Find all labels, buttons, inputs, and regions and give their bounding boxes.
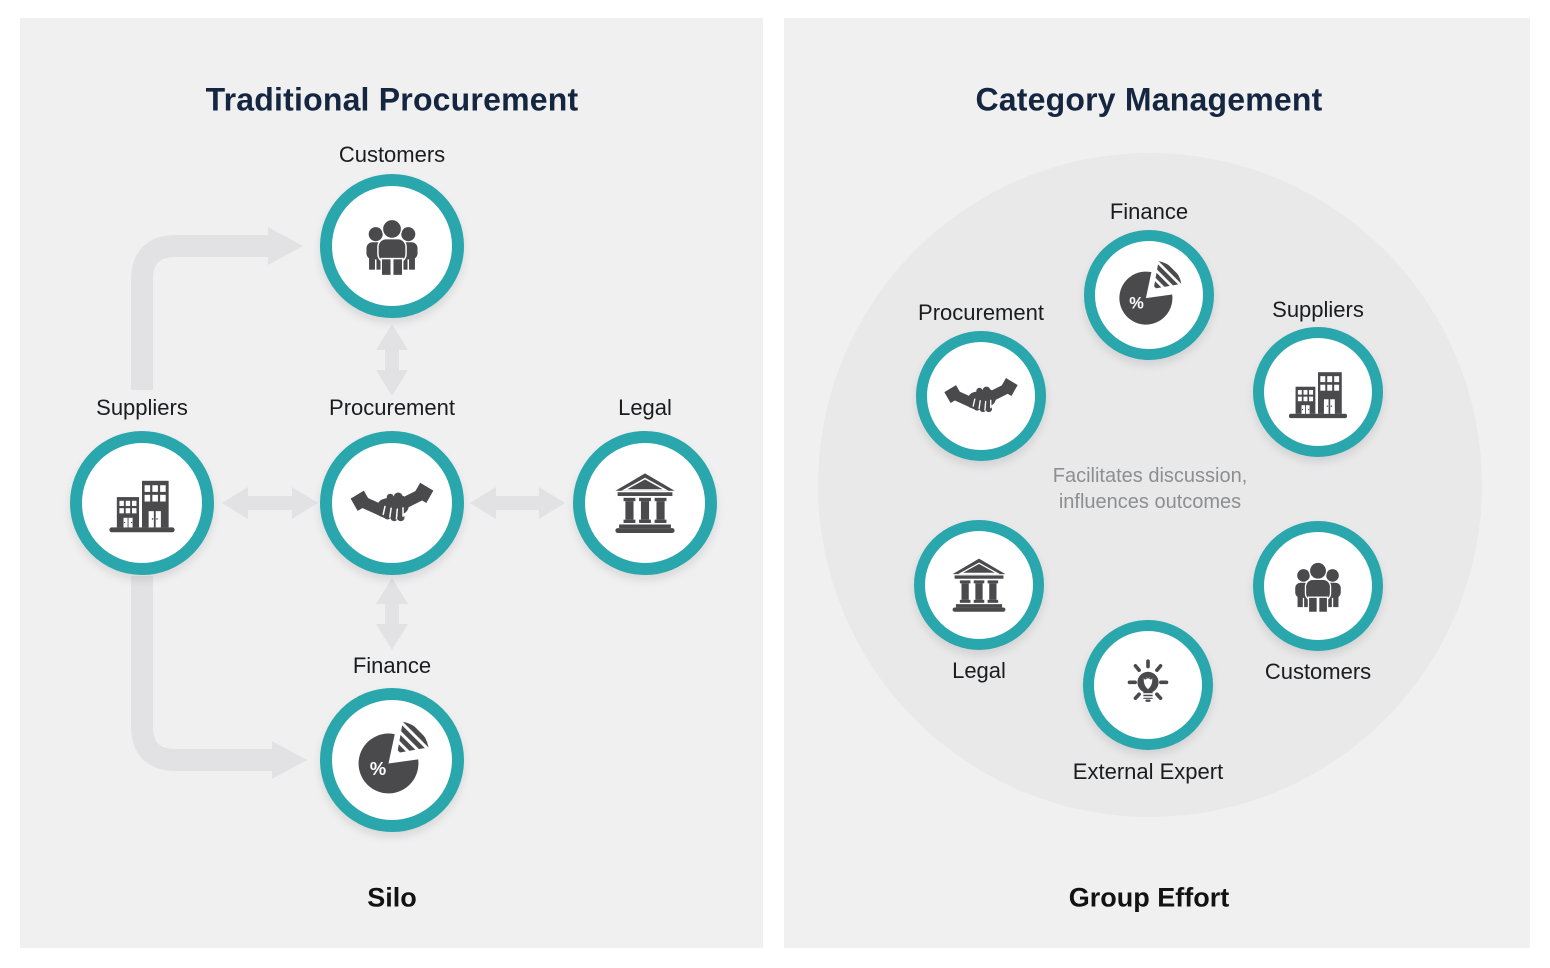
buildings-icon — [1285, 359, 1351, 425]
pie-chart-icon — [348, 716, 436, 804]
cm-customers-label: Customers — [1264, 659, 1372, 684]
category-management-panel: Category Management Facilitates discussi… — [784, 18, 1530, 948]
finance-circle — [320, 688, 464, 832]
cm-external-expert-label: External Expert — [1072, 759, 1224, 784]
buildings-icon — [105, 466, 179, 540]
cm-finance-circle — [1084, 230, 1214, 360]
bank-icon — [608, 466, 682, 540]
finance-label: Finance — [352, 653, 432, 678]
cm-finance-label: Finance — [1109, 199, 1189, 224]
legal-circle — [573, 431, 717, 575]
handshake-icon — [942, 357, 1020, 435]
traditional-procurement-panel: Traditional Procurement Customers — [20, 18, 763, 948]
cm-suppliers-circle — [1253, 327, 1383, 457]
cm-procurement-circle — [916, 331, 1046, 461]
lightbulb-icon — [1115, 652, 1181, 718]
suppliers-label: Suppliers — [96, 395, 188, 420]
right-panel-title: Category Management — [975, 81, 1323, 118]
double-arrow-customers-procurement — [376, 324, 408, 396]
double-arrow-procurement-finance — [376, 578, 408, 650]
people-icon — [1285, 553, 1351, 619]
curved-arrow-suppliers-to-finance — [131, 576, 307, 779]
cm-suppliers-label: Suppliers — [1272, 297, 1364, 322]
cm-procurement-label: Procurement — [918, 300, 1044, 325]
procurement-circle — [320, 431, 464, 575]
double-arrow-suppliers-procurement — [222, 487, 318, 519]
suppliers-circle — [70, 431, 214, 575]
cm-legal-label: Legal — [952, 658, 1006, 683]
center-note: Facilitates discussion, influences outco… — [1052, 465, 1248, 513]
people-icon — [355, 209, 429, 283]
procurement-label: Procurement — [329, 395, 455, 420]
cm-legal-circle — [914, 520, 1044, 650]
left-panel-title: Traditional Procurement — [205, 81, 579, 118]
cm-customers-circle — [1253, 521, 1383, 651]
silo-arrows — [131, 227, 565, 779]
customers-label: Customers — [338, 142, 446, 167]
curved-arrow-suppliers-to-customers — [131, 227, 303, 390]
bank-icon — [946, 552, 1012, 618]
customers-circle — [320, 174, 464, 318]
handshake-icon — [348, 459, 436, 547]
double-arrow-procurement-legal — [470, 487, 565, 519]
pie-chart-icon — [1110, 256, 1188, 334]
cm-external-expert-circle — [1083, 620, 1213, 750]
right-panel-caption: Group Effort — [1068, 882, 1230, 913]
left-panel-caption: Silo — [367, 882, 417, 913]
legal-label: Legal — [618, 395, 672, 420]
